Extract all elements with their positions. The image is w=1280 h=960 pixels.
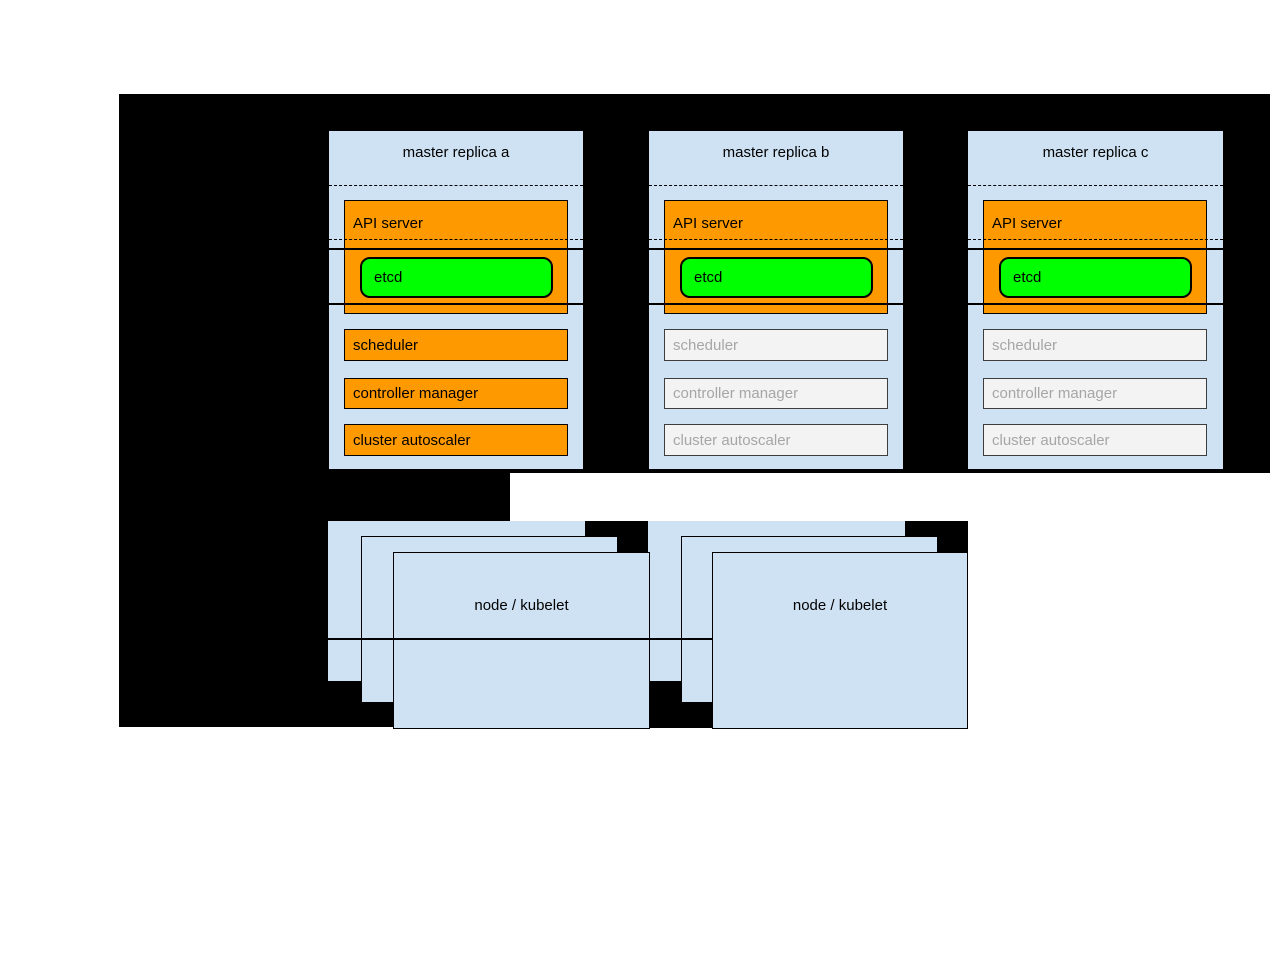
etcd-label: etcd <box>1013 269 1042 286</box>
etcd-label: etcd <box>694 269 723 286</box>
etcd-band-top-line <box>329 248 583 250</box>
etcd-band-top-line <box>649 248 903 250</box>
api-server-label: API server <box>353 215 424 232</box>
node-box-front: node / kubelet <box>393 552 650 729</box>
dashed-divider-top <box>649 185 903 186</box>
controller-manager-label: controller manager <box>673 385 799 402</box>
controller-manager-box: controller manager <box>344 378 568 409</box>
scheduler-box: scheduler <box>664 329 888 361</box>
controller-manager-label: controller manager <box>992 385 1118 402</box>
node-kubelet-label: node / kubelet <box>474 597 569 614</box>
master-title: master replica a <box>402 144 510 161</box>
node-box-front: node / kubelet <box>712 552 968 729</box>
master-title: master replica c <box>1042 144 1149 161</box>
controller-manager-label: controller manager <box>353 385 479 402</box>
master-replica-c: master replica c API server etcd schedul… <box>967 130 1224 470</box>
etcd-label: etcd <box>374 269 403 286</box>
cluster-autoscaler-label: cluster autoscaler <box>673 431 791 449</box>
master-title: master replica b <box>722 144 830 161</box>
cluster-autoscaler-label: cluster autoscaler <box>353 431 471 449</box>
scheduler-label: scheduler <box>353 336 419 354</box>
etcd-box: etcd <box>680 257 873 298</box>
controller-manager-box: controller manager <box>664 378 888 409</box>
scheduler-box: scheduler <box>344 329 568 361</box>
etcd-box: etcd <box>360 257 553 298</box>
api-server-label: API server <box>992 215 1063 232</box>
master-replica-b: master replica b API server etcd schedul… <box>648 130 904 470</box>
scheduler-label: scheduler <box>673 336 739 354</box>
dashed-divider-top <box>968 185 1223 186</box>
dashed-divider-api <box>649 239 903 240</box>
node-kubelet-label: node / kubelet <box>792 597 888 614</box>
cluster-autoscaler-box: cluster autoscaler <box>344 424 568 456</box>
etcd-band-bottom-line <box>329 303 583 305</box>
etcd-band-bottom-line <box>649 303 903 305</box>
dashed-divider-api <box>329 239 583 240</box>
cluster-autoscaler-label: cluster autoscaler <box>992 431 1110 449</box>
dashed-divider-top <box>329 185 583 186</box>
etcd-band-bottom-line <box>968 303 1223 305</box>
cluster-autoscaler-box: cluster autoscaler <box>983 424 1207 456</box>
etcd-box: etcd <box>999 257 1192 298</box>
master-replica-a: master replica a API server etcd schedul… <box>328 130 584 470</box>
etcd-band-top-line <box>968 248 1223 250</box>
api-server-label: API server <box>673 215 744 232</box>
scheduler-label: scheduler <box>992 336 1058 354</box>
node-title-divider <box>328 638 712 640</box>
scheduler-box: scheduler <box>983 329 1207 361</box>
cluster-autoscaler-box: cluster autoscaler <box>664 424 888 456</box>
dashed-divider-api <box>968 239 1223 240</box>
controller-manager-box: controller manager <box>983 378 1207 409</box>
